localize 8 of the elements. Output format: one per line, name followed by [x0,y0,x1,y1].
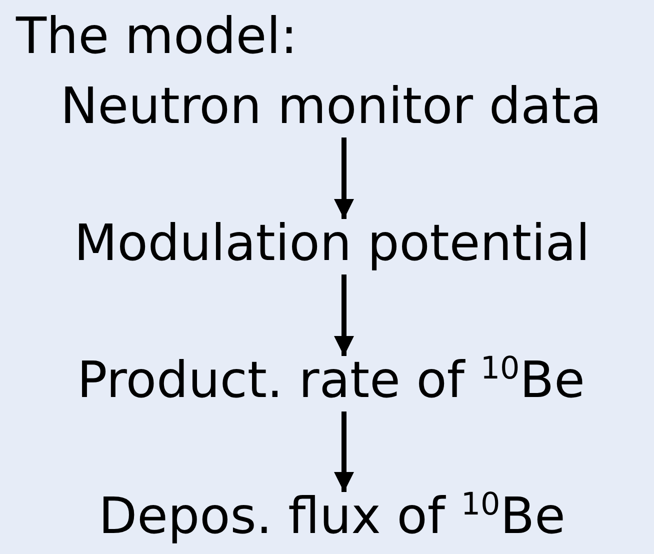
arrow [334,412,354,492]
arrow [334,138,354,219]
arrow [334,274,354,356]
step-text: Depos. flux of $^{10}$Be [98,488,566,546]
step-text: Product. rate of $^{10}$Be [77,352,585,410]
title: The model: [16,8,298,66]
step-text: Neutron monitor data [60,78,602,136]
step-text: Modulation potential [74,215,590,272]
